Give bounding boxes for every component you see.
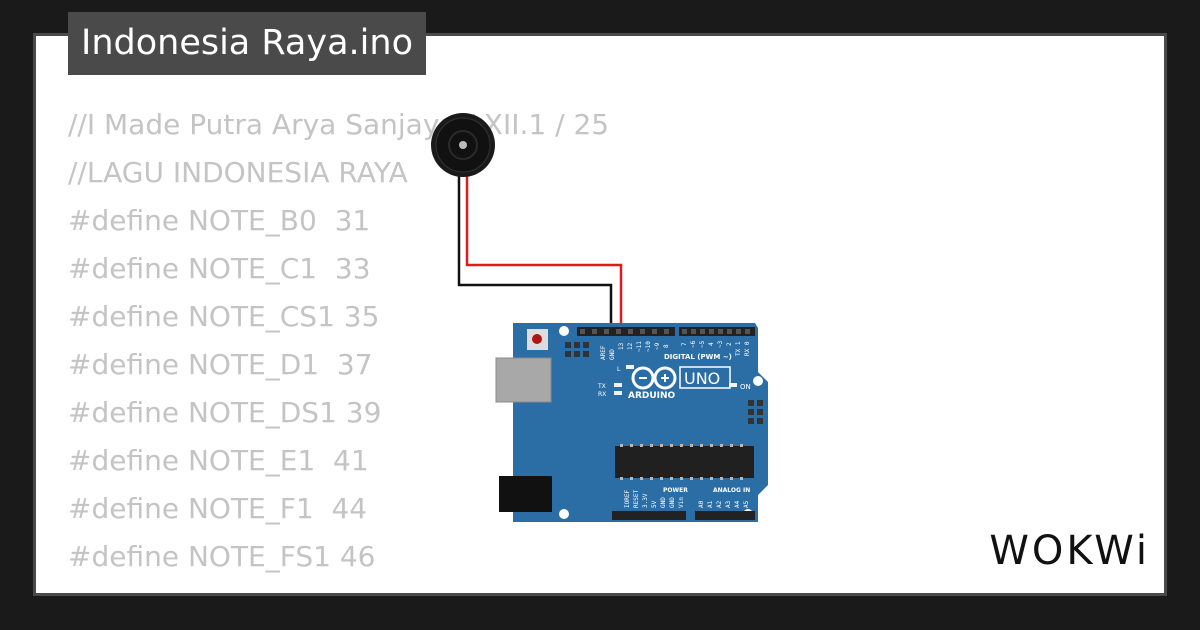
pin-label: 5V — [651, 500, 658, 508]
code-line: #define NOTE_B0 31 — [68, 204, 371, 237]
pin-label: GND — [669, 497, 676, 508]
analog-header[interactable] — [695, 511, 755, 520]
code-line: #define NOTE_D1 37 — [68, 348, 373, 381]
pin-label: RX 0 — [744, 341, 751, 356]
pin-label: 2 — [726, 342, 733, 346]
code-line: //I Made Putra Arya Sanjaya / XII.1 / 25 — [68, 108, 610, 141]
code-line: #define NOTE_F1 44 — [68, 492, 368, 525]
code-line: #define NOTE_DS1 39 — [68, 396, 382, 429]
digital-header-right[interactable] — [679, 327, 755, 336]
pin-label: GND — [660, 497, 667, 508]
digital-label: DIGITAL (PWM ~) — [664, 353, 732, 361]
power-jack — [499, 476, 552, 512]
code-editor: //I Made Putra Arya Sanjaya / XII.1 / 25… — [68, 101, 610, 593]
on-label: ON — [740, 383, 751, 391]
led-l-label: L — [617, 366, 621, 373]
pin-label: ~5 — [699, 340, 706, 348]
pin-label: ~10 — [645, 341, 652, 352]
code-line: #define NOTE_CS1 35 — [68, 300, 380, 333]
pin-label: 8 — [663, 344, 670, 348]
tx-label: TX — [597, 383, 606, 390]
pin-label: GND — [609, 349, 616, 360]
rx-label: RX — [598, 391, 606, 398]
code-line: #define NOTE_G1 49 — [68, 581, 609, 593]
project-title: Indonesia Raya.ino — [68, 12, 426, 75]
usb-port — [495, 357, 552, 403]
pin-label: ~9 — [654, 342, 661, 350]
pin-label: A1 — [707, 500, 714, 508]
power-label: POWER — [663, 487, 688, 494]
code-line: #define NOTE_FS1 46 — [68, 540, 376, 573]
uno-model: UNO — [684, 369, 720, 388]
pin-label: Vin — [678, 497, 685, 508]
pin-label: A0 — [698, 500, 705, 508]
atmega-chip — [615, 446, 754, 478]
pin-label: ~11 — [636, 341, 643, 352]
code-line: #define NOTE_C1 33 — [68, 252, 371, 285]
pin-label: ~6 — [690, 340, 697, 348]
code-line: #define NOTE_E1 41 — [68, 444, 369, 477]
wire-black — [457, 170, 613, 330]
buzzer[interactable] — [431, 113, 495, 177]
pin-label: 7 — [681, 342, 688, 346]
pin-label: ~3 — [717, 340, 724, 348]
pin-label: 12 — [627, 342, 634, 350]
code-line: //LAGU INDONESIA RAYA — [68, 156, 408, 189]
wire-red — [465, 170, 623, 330]
pin-label: RESET — [633, 490, 640, 508]
pin-label: TX 1 — [735, 341, 742, 356]
digital-header-left[interactable] — [577, 327, 675, 336]
arduino-logo-icon — [631, 366, 677, 390]
pin-label: 3.3V — [642, 493, 649, 508]
pin-label: 13 — [618, 342, 625, 350]
pin-label: A3 — [725, 500, 732, 508]
pin-label: A5 — [743, 500, 750, 508]
pin-label: IOREF — [624, 490, 631, 508]
arduino-brand: ARDUINO — [628, 391, 676, 401]
arduino-uno-board[interactable]: AREF GND 13 12 ~11 ~10 ~9 8 7 ~6 ~5 4 ~3… — [495, 323, 768, 522]
pin-label: A2 — [716, 500, 723, 508]
pin-label: A4 — [734, 500, 741, 508]
pin-label: AREF — [600, 345, 607, 360]
wokwi-logo: WOKWi — [989, 528, 1150, 574]
pin-label: 4 — [708, 342, 715, 346]
analog-label: ANALOG IN — [713, 487, 750, 494]
power-header[interactable] — [612, 511, 686, 520]
